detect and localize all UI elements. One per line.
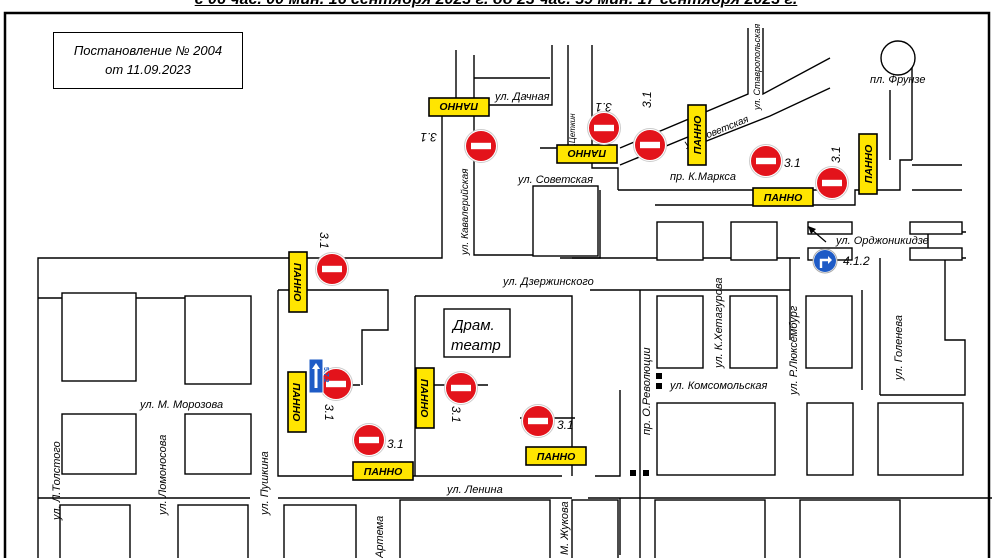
street-komsomolskaya: ул. Комсомольская xyxy=(669,380,768,392)
sign-label: 3.1 xyxy=(420,130,437,144)
panel-label: ПАННО xyxy=(290,383,302,421)
no-entry-signs xyxy=(315,111,849,457)
street-artema: Артема xyxy=(374,516,386,558)
street-ordzhonikidze: ул. Орджоникидзе xyxy=(835,235,929,247)
no-entry-sign-icon xyxy=(352,423,386,457)
panel-label: ПАННО xyxy=(291,263,303,301)
sign-label: 3.1 xyxy=(449,406,463,423)
sign-label: 3.1 xyxy=(640,91,654,108)
no-entry-sign-icon xyxy=(633,128,667,162)
panel-label: ПАННО xyxy=(764,192,802,204)
street-o-revolyutsii: пр. О.Революции xyxy=(641,347,653,435)
panel-signs: ПАННО ПАННО ПАННО ПАННО ПАННО ПАННО ПАНН… xyxy=(287,97,878,481)
decree-date: от 11.09.2023 xyxy=(105,62,191,77)
street-dachnaya: ул. Дачная xyxy=(494,91,550,103)
street-dzerzhinskogo: ул. Дзержинского xyxy=(502,276,594,288)
panel-label: ПАННО xyxy=(364,466,402,478)
decree-box: Постановление № 2004 от 11.09.2023 xyxy=(53,32,243,89)
sign-label: 3.1 xyxy=(317,232,331,249)
arrow-icon xyxy=(808,226,827,243)
no-entry-sign-icon xyxy=(444,371,478,405)
panel-label: ПАННО xyxy=(537,451,575,463)
no-entry-sign-icon xyxy=(749,144,783,178)
no-entry-sign-icon xyxy=(587,111,621,145)
frunze-square xyxy=(880,40,916,76)
street-l-tolstogo: ул. Л.Толстого xyxy=(51,441,63,521)
no-entry-sign-icon xyxy=(521,404,555,438)
panel-sign-icon: ПАННО xyxy=(415,367,435,429)
map-frame xyxy=(3,11,991,558)
street-lenina: ул. Ленина xyxy=(446,484,503,496)
panel-sign-icon: ПАННО xyxy=(352,461,414,481)
sign-label: 3.1 xyxy=(387,437,404,451)
one-way-sign-icon xyxy=(308,358,324,394)
sign-label: 3.1 xyxy=(784,156,801,170)
date-range-header: с 06 час. 00 мин. 16 сентября 2023 г. до… xyxy=(0,0,992,9)
panel-sign-icon: ПАННО xyxy=(687,104,707,166)
street-stavropolskaya: ул. Ставропольская xyxy=(752,24,762,111)
street-frunze: пл. Фрунзе xyxy=(870,74,926,86)
street-k-marksa: пр. К.Маркса xyxy=(670,171,736,183)
no-entry-sign-icon xyxy=(315,252,349,286)
sign-label: 3.1 xyxy=(829,146,843,163)
no-entry-sign-icon xyxy=(319,367,353,401)
theatre-label-line1: Драм. xyxy=(451,317,495,334)
one-way-sign-label: 5.7.2 xyxy=(322,367,329,383)
panel-label: ПАННО xyxy=(692,116,704,154)
street-m-morozova: ул. М. Морозова xyxy=(139,399,223,411)
sign-label: 3.1 xyxy=(322,404,336,421)
panel-sign-icon: ПАННО xyxy=(288,251,308,313)
panel-sign-icon: ПАННО xyxy=(428,97,490,117)
street-pushkina: ул. Пушкина xyxy=(259,451,271,516)
street-lines xyxy=(37,28,992,558)
panel-sign-icon: ПАННО xyxy=(752,187,814,207)
sign-label: 3.1 xyxy=(557,418,574,432)
street-sovetskaya: ул. Советская xyxy=(517,174,593,186)
street-sovetskaya-small: ул. Советская xyxy=(682,114,751,150)
no-entry-sign-icon xyxy=(464,129,498,163)
street-kavaleriyskaya: ул. Кавалерийская xyxy=(460,168,471,256)
sign-label: 3.1 xyxy=(595,100,612,114)
theatre-label-line2: театр xyxy=(451,337,501,354)
decree-number: Постановление № 2004 xyxy=(73,43,223,58)
panel-sign-icon: ПАННО xyxy=(556,144,618,164)
street-tsetkin: К.Цеткин xyxy=(568,113,577,150)
panel-label: ПАННО xyxy=(863,145,875,183)
street-goleneva: ул. Голенева xyxy=(893,315,905,381)
panel-sign-icon: ПАННО xyxy=(287,371,307,433)
street-k-khetagurova: ул. К.Хетагурова xyxy=(713,278,725,370)
street-m-zhukova: М. Жукова xyxy=(559,501,571,555)
city-blocks xyxy=(59,185,964,558)
direction-right-sign-icon xyxy=(812,248,838,274)
panel-sign-icon: ПАННО xyxy=(858,133,878,195)
bus-stop-markers xyxy=(630,373,662,476)
panel-label: ПАННО xyxy=(568,147,606,159)
sign-label: 4.1.2 xyxy=(843,254,870,268)
panel-label: ПАННО xyxy=(440,100,478,112)
panel-sign-icon: ПАННО xyxy=(525,446,587,466)
street-r-lyuksemburg: ул. Р.Люксембург xyxy=(788,305,800,396)
street-lomonosova: ул. Ломоносова xyxy=(157,435,169,516)
panel-label: ПАННО xyxy=(418,379,430,417)
no-entry-sign-icon xyxy=(815,166,849,200)
